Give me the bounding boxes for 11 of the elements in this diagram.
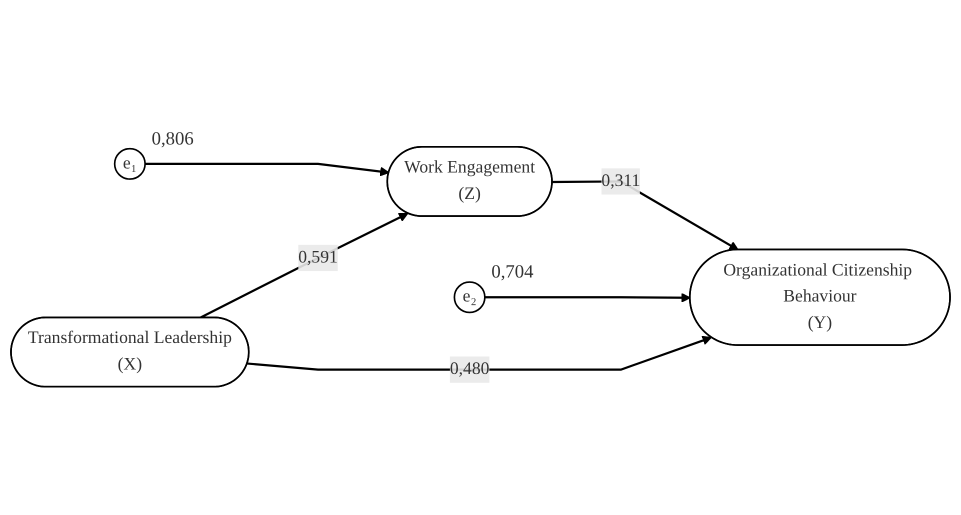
arrow: [484, 292, 691, 303]
coefficient-label: 0,806: [152, 128, 194, 150]
edge-label: 0,311: [601, 172, 640, 190]
node-circle: e₁: [114, 148, 146, 180]
arrow: [199, 212, 408, 319]
coefficient-label: 0,704: [491, 262, 534, 283]
edge-label: 0,480: [450, 360, 490, 378]
node-circle: e₂: [454, 281, 486, 314]
edge-label: 0,591: [298, 248, 338, 267]
arrow: [145, 162, 390, 176]
arrow: [247, 336, 712, 371]
